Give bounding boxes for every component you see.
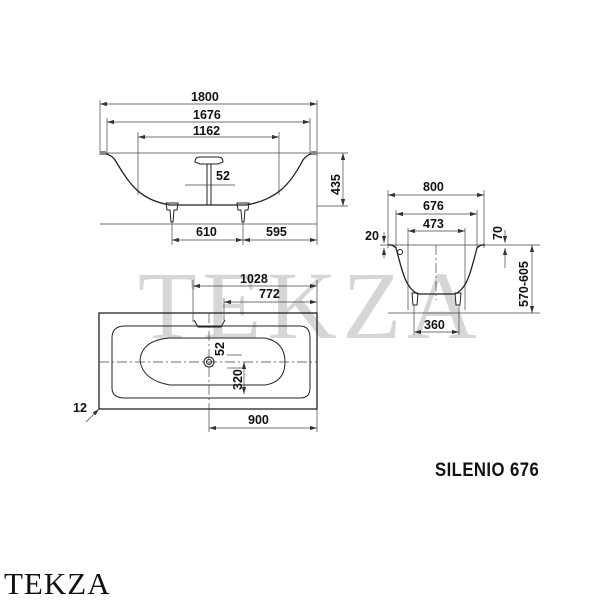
dim-overall-length: 1800: [191, 90, 219, 104]
dim-leg-spacing: 610: [196, 225, 217, 239]
dim-bottom-width: 473: [423, 217, 444, 231]
dim-overall-width: 800: [423, 180, 444, 194]
dim-half-width-offset: 320: [231, 369, 245, 390]
top-view: 1028 772 52 320 900 12: [73, 272, 318, 432]
dim-drain-to-end: 900: [248, 413, 269, 427]
dim-drain-offset-side: 52: [216, 169, 230, 183]
dim-end-leg-spacing: 360: [424, 318, 445, 332]
model-label: SILENIO 676: [435, 460, 540, 481]
dim-height: 435: [329, 174, 343, 195]
dim-overflow-inner: 772: [259, 287, 280, 301]
side-view: 1800 1676 1162 52 435 610 595: [99, 90, 348, 245]
end-view: 800 676 473 20 70 570-605 360: [365, 180, 540, 335]
dim-drain-offset-top: 52: [213, 342, 227, 356]
dim-leg-to-end: 595: [266, 225, 287, 239]
dim-inner-width: 676: [423, 199, 444, 213]
watermark-text: TEKZA: [138, 252, 483, 359]
brand-label: TEKZA: [4, 566, 111, 601]
dim-corner-callout: 12: [73, 401, 87, 415]
dim-rim-drop: 70: [491, 226, 505, 240]
dim-inner-length: 1676: [193, 108, 221, 122]
dim-rim-thickness: 20: [365, 229, 379, 243]
dim-bottom-length: 1162: [193, 124, 220, 138]
dim-overflow-from-end: 1028: [240, 272, 268, 286]
dim-install-height: 570-605: [517, 261, 531, 307]
